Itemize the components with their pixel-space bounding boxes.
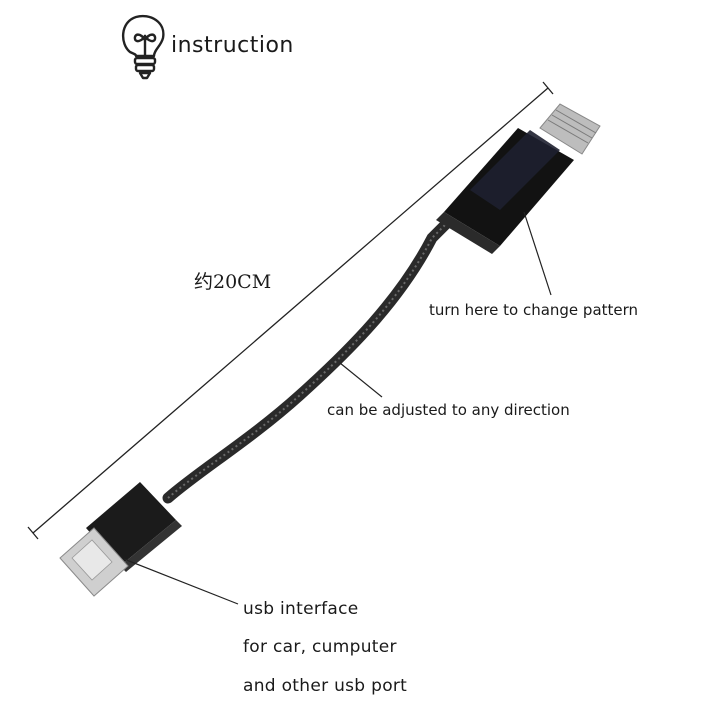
dimension-line: [27, 81, 554, 540]
pattern-callout: turn here to change pattern: [429, 301, 639, 319]
usb-callout-line: for car, cumputer: [243, 637, 397, 657]
gooseneck-cable: [162, 216, 454, 504]
adjust-callout: can be adjusted to any direction: [327, 401, 570, 419]
lightbulb-icon: [122, 14, 165, 80]
usb-plug: [59, 482, 182, 597]
pointer-lines: [123, 211, 552, 605]
projector-head: [436, 103, 601, 254]
usb-callout-line: usb interface: [243, 599, 359, 619]
usb-callout-line: and other usb port: [243, 676, 408, 696]
page-title: instruction: [171, 33, 294, 58]
length-label: 约20CM: [194, 271, 272, 293]
